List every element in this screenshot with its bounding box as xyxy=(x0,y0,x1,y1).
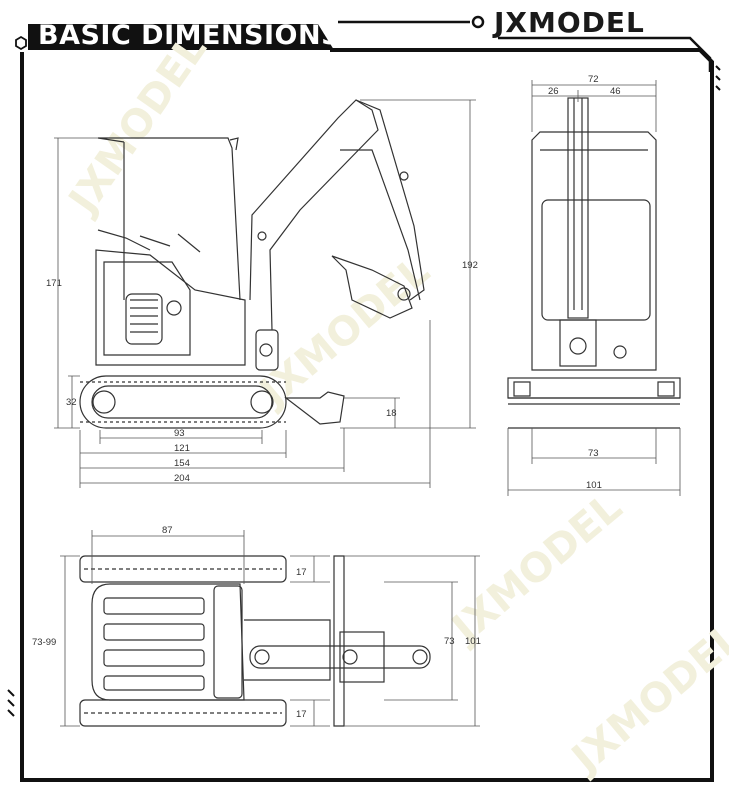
dim-track-width-range: 73-99 xyxy=(32,637,56,648)
dim-track-shoe-top: 17 xyxy=(296,567,307,578)
title-banner xyxy=(28,24,334,50)
top-track-upper xyxy=(79,555,287,583)
dim-cab-height: 171 xyxy=(46,278,62,289)
dim-total-height: 192 xyxy=(462,260,478,271)
dim-track-ground-length: 93 xyxy=(174,428,185,439)
corner-mark-bottom-left xyxy=(7,689,15,717)
dim-inner-width: 73 xyxy=(444,636,455,647)
top-view-dimensions xyxy=(60,530,480,727)
dim-blade-width-front: 101 xyxy=(586,480,602,491)
watermark-3: JXMODEL xyxy=(441,484,630,653)
dim-track-height: 32 xyxy=(66,397,77,408)
canopy xyxy=(97,137,241,301)
front-canopy xyxy=(531,131,657,371)
front-boom xyxy=(567,97,589,319)
dim-overall-length: 204 xyxy=(174,473,190,484)
header-dot-icon xyxy=(471,15,485,29)
frame-border xyxy=(20,48,714,782)
watermark-4: JXMODEL xyxy=(561,614,729,783)
corner-mark-top-right xyxy=(715,65,721,91)
brand-logo: JXMODEL xyxy=(494,6,645,39)
dim-blade-width-top: 101 xyxy=(465,636,481,647)
top-view xyxy=(79,555,431,727)
track-assembly xyxy=(79,375,287,429)
dim-right-offset: 46 xyxy=(610,86,621,97)
dim-track-length: 121 xyxy=(174,443,190,454)
page-title: BASIC DIMENSIONS xyxy=(38,20,342,51)
top-blade xyxy=(333,555,345,727)
watermark-1: JXMODEL xyxy=(59,27,216,224)
dim-left-offset: 26 xyxy=(548,86,559,97)
front-tracks xyxy=(507,377,681,399)
dozer-blade xyxy=(284,391,345,425)
front-view xyxy=(507,97,681,429)
dim-length-to-blade: 154 xyxy=(174,458,190,469)
side-view xyxy=(79,99,425,429)
engine-body xyxy=(95,249,246,366)
dim-track-gauge: 73 xyxy=(588,448,599,459)
boom xyxy=(249,99,379,331)
dim-total-width: 72 xyxy=(588,74,599,85)
top-body xyxy=(91,583,245,701)
hexagon-icon xyxy=(15,35,27,51)
dim-blade-height: 18 xyxy=(386,408,397,419)
dim-track-shoe-bottom: 17 xyxy=(296,709,307,720)
dim-upper-length: 87 xyxy=(162,525,173,536)
front-view-dimensions xyxy=(507,80,681,496)
side-view-dimensions xyxy=(54,99,476,488)
brand-rule xyxy=(498,36,712,72)
bucket xyxy=(331,255,413,319)
